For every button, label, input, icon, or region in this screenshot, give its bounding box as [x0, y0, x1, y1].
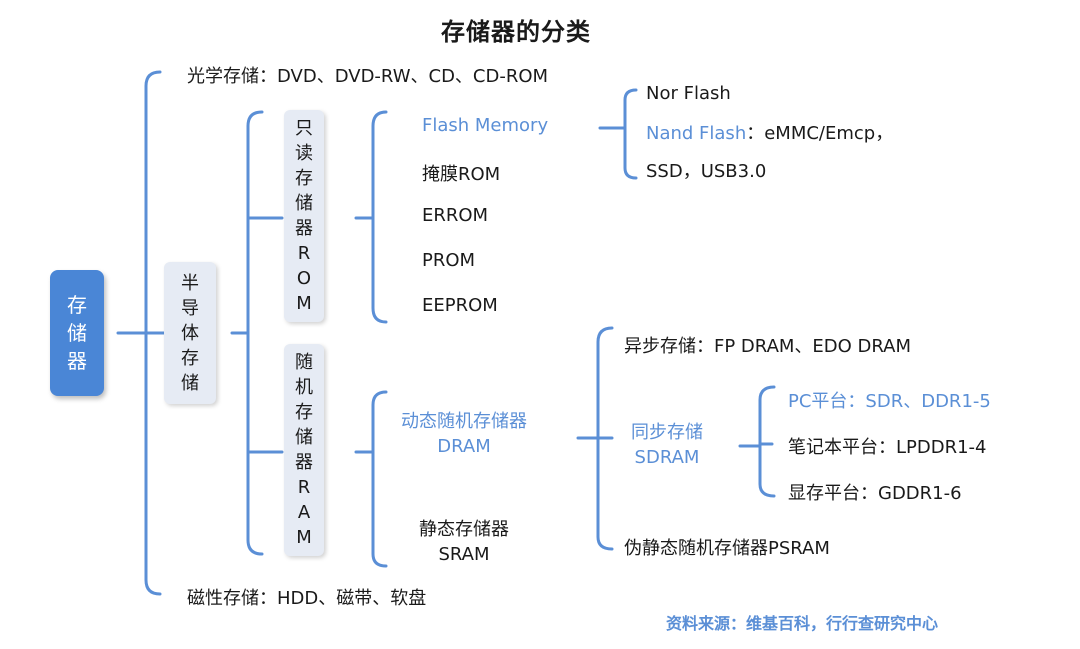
rom-char: O	[296, 268, 312, 289]
ram-char: 存	[295, 402, 313, 423]
dram-node: 动态随机存储器 DRAM	[386, 409, 542, 459]
ram-char: 储	[295, 427, 313, 448]
semi-char: 储	[181, 372, 199, 394]
async-dram: 异步存储：FP DRAM、EDO DRAM	[624, 336, 912, 357]
rom-char: M	[296, 293, 312, 314]
rom-node: 只 读 存 储 器 R O M	[284, 110, 324, 322]
nand-flash-label: Nand Flash	[646, 123, 747, 144]
sync-sdram-node: 同步存储 SDRAM	[614, 420, 720, 470]
rom-char: 存	[295, 168, 313, 189]
rom-char: 只	[295, 118, 313, 139]
nor-flash: Nor Flash	[646, 83, 731, 104]
rom-char: 储	[295, 193, 313, 214]
semi-char: 存	[181, 347, 199, 369]
pc-platform: PC平台：SDR、DDR1-5	[788, 391, 991, 412]
semiconductor-node: 半 导 体 存 储	[164, 262, 216, 404]
dram-label: 动态随机存储器	[401, 411, 527, 432]
ram-char: 随	[295, 352, 313, 373]
ssd-usb: SSD，USB3.0	[646, 161, 767, 182]
rom-char: 器	[295, 218, 313, 239]
prom: PROM	[422, 250, 476, 271]
source-note: 资料来源：维基百科，行行查研究中心	[666, 614, 939, 633]
semi-char: 导	[181, 297, 199, 319]
ram-char: M	[296, 527, 312, 548]
semi-char: 半	[181, 272, 199, 294]
sram-label: 静态存储器	[419, 519, 509, 540]
root-char: 存	[67, 293, 87, 317]
sram-node: 静态存储器 SRAM	[396, 517, 532, 567]
errom: ERROM	[422, 205, 489, 226]
sync-label: 同步存储	[631, 422, 703, 443]
root-char: 器	[67, 349, 87, 373]
ram-char: A	[297, 502, 311, 523]
rom-char: 读	[295, 143, 313, 164]
dram-abbr: DRAM	[437, 436, 491, 457]
psram: 伪静态随机存储器PSRAM	[624, 538, 830, 559]
ram-char: 器	[295, 452, 313, 473]
root-node-storage: 存 储 器	[50, 270, 104, 396]
optical-storage: 光学存储：DVD、DVD-RW、CD、CD-ROM	[187, 66, 549, 87]
flash-memory: Flash Memory	[422, 115, 549, 136]
nand-flash-line: Nand Flash：eMMC/Emcp，	[646, 119, 893, 145]
nand-flash-detail: ：eMMC/Emcp，	[746, 123, 894, 144]
rom-char: R	[297, 243, 311, 264]
mask-rom: 掩膜ROM	[422, 164, 501, 185]
ram-node: 随 机 存 储 器 R A M	[284, 344, 324, 556]
notebook-platform: 笔记本平台：LPDDR1-4	[788, 437, 987, 458]
root-char: 储	[67, 321, 87, 345]
diagram-title: 存储器的分类	[441, 18, 591, 46]
ram-char: R	[297, 477, 311, 498]
semi-char: 体	[181, 322, 199, 344]
ram-char: 机	[295, 377, 313, 398]
gpu-memory-platform: 显存平台：GDDR1-6	[788, 483, 962, 504]
eeprom: EEPROM	[422, 295, 498, 316]
sync-abbr: SDRAM	[634, 447, 700, 468]
magnetic-storage: 磁性存储：HDD、磁带、软盘	[187, 588, 427, 609]
sram-abbr: SRAM	[438, 544, 490, 565]
